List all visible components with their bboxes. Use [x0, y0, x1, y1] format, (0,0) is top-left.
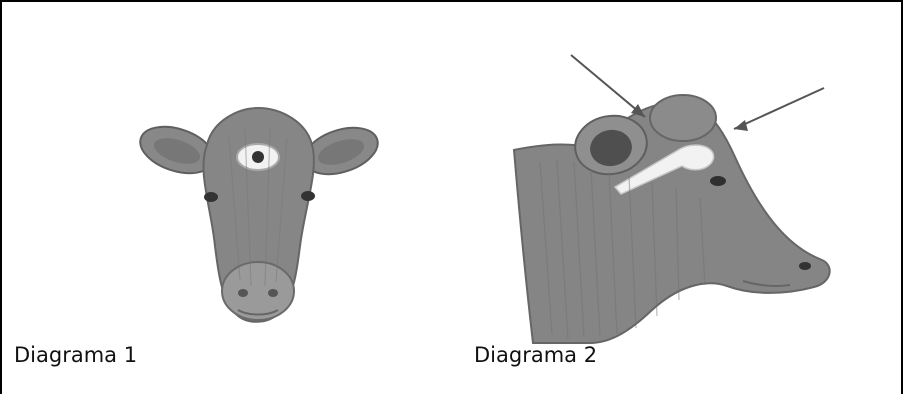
cow-side-illustration	[514, 55, 830, 343]
side-eye	[710, 176, 726, 186]
right-nostril	[268, 289, 278, 297]
arrow-right-head	[734, 120, 748, 131]
cow-front-illustration	[134, 108, 383, 322]
muzzle	[222, 262, 294, 320]
forehead-marker-center	[252, 151, 264, 163]
side-nostril	[799, 262, 811, 270]
left-eye	[204, 192, 218, 202]
arrow-right	[734, 88, 824, 129]
right-eye	[301, 191, 315, 201]
poll-tuft	[650, 95, 716, 141]
left-nostril	[238, 289, 248, 297]
arrow-left	[571, 55, 645, 117]
diagram-2-caption: Diagrama 2	[474, 343, 597, 367]
diagram-1-caption: Diagrama 1	[14, 343, 137, 367]
